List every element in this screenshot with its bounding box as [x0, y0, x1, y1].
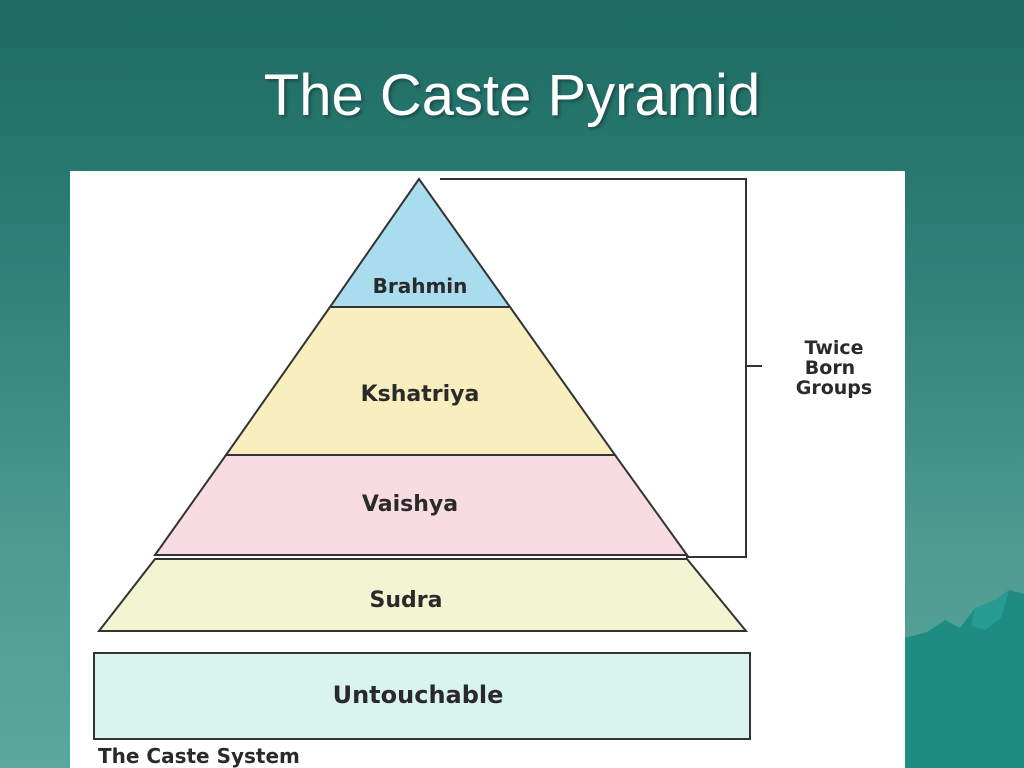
tier-label-brahmin: Brahmin	[373, 274, 468, 298]
pyramid-svg: Brahmin Kshatriya Vaishya Sudra Untoucha…	[93, 177, 872, 768]
figure-caption: The Caste System	[98, 744, 300, 768]
caste-pyramid-diagram: Brahmin Kshatriya Vaishya Sudra Untoucha…	[70, 171, 905, 768]
tier-shape-untouchable	[93, 652, 751, 740]
mountain-decoration	[905, 590, 1024, 768]
bracket-label-line-3: Groups	[796, 377, 872, 399]
slide-title: The Caste Pyramid	[263, 63, 761, 128]
twice-born-bracket	[440, 178, 747, 558]
tier-label-vaishya: Vaishya	[362, 492, 458, 517]
tier-shape-vaishya	[153, 454, 689, 556]
tier-shape-kshatriya	[224, 306, 617, 456]
bracket-label-line-1: Twice	[804, 337, 863, 359]
tier-label-kshatriya: Kshatriya	[361, 382, 480, 407]
tier-label-untouchable: Untouchable	[333, 681, 504, 709]
bracket-label-line-2: Born	[805, 357, 855, 379]
tier-label-sudra: Sudra	[370, 588, 443, 613]
tier-shape-sudra	[96, 558, 749, 632]
